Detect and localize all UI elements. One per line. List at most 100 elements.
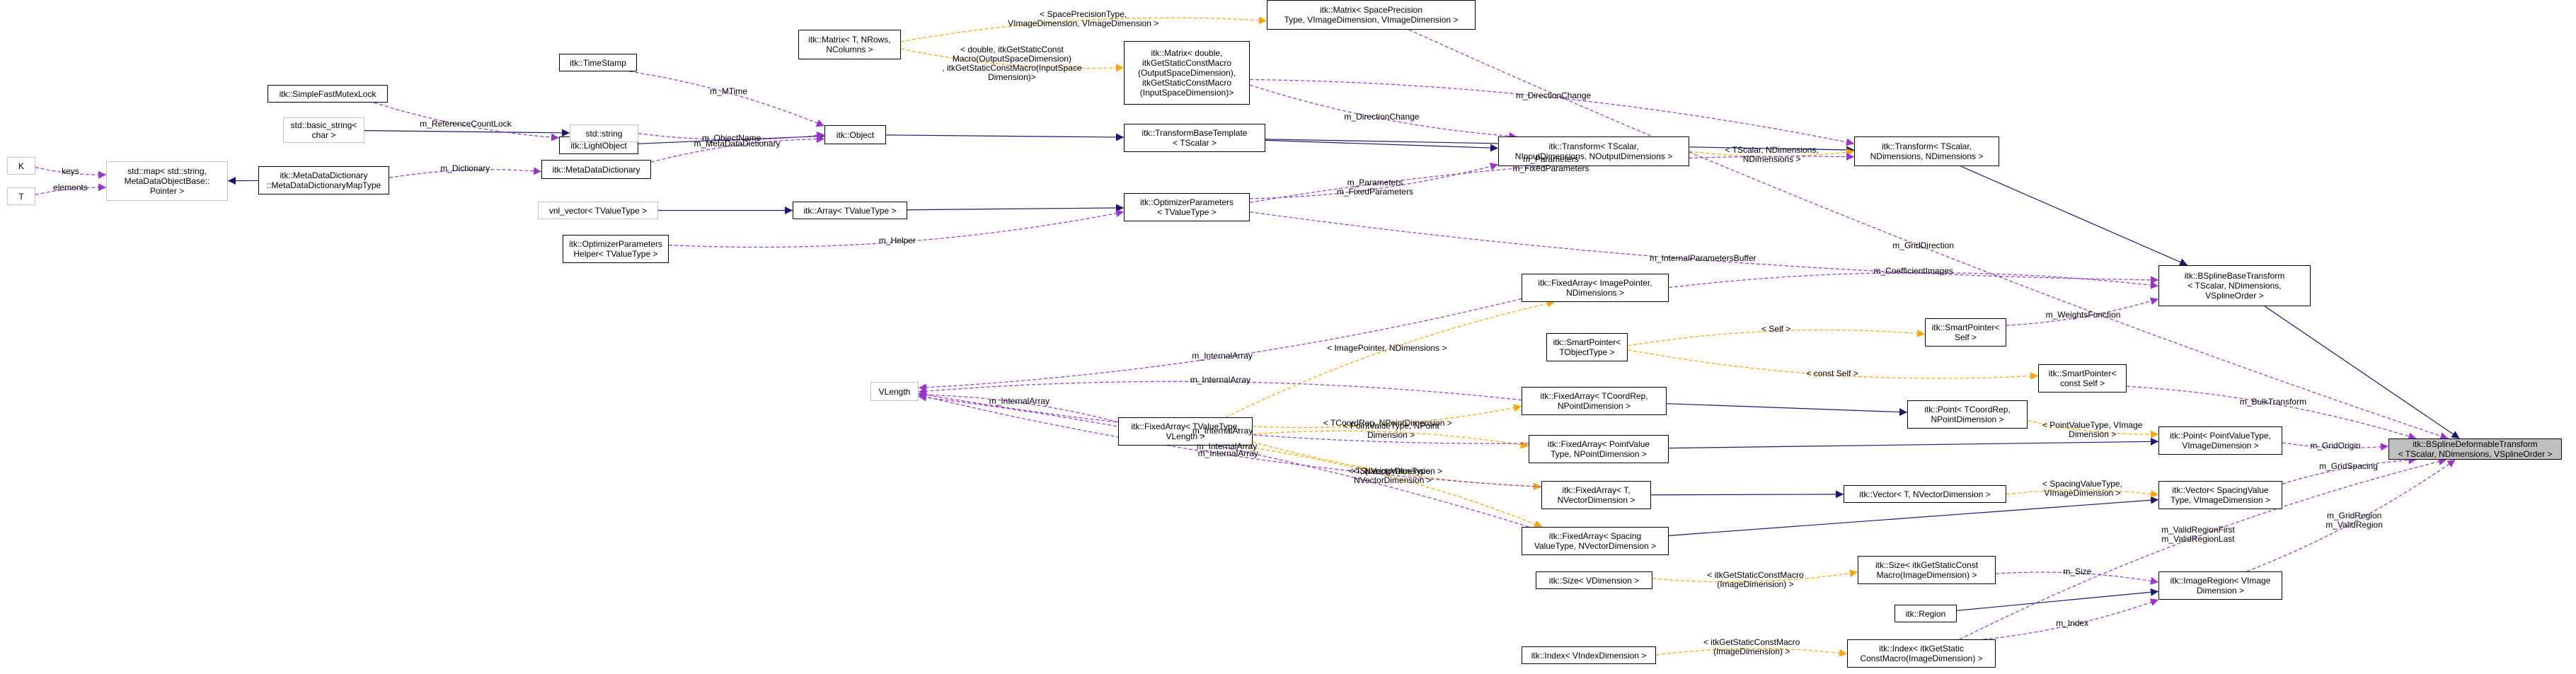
class-node-map[interactable]: std::map< std::string,MetaDataObjectBase… bbox=[106, 161, 228, 201]
class-node-label: MetaDataObjectBase:: bbox=[124, 176, 210, 186]
edge-template-fa_tv-to-fa_ip bbox=[1225, 300, 1556, 418]
class-node-mtxd[interactable]: itk::Matrix< double,itkGetStaticConstMac… bbox=[1124, 41, 1250, 105]
edge-label-line: < SpacePrecisionType, bbox=[1040, 8, 1127, 19]
edge-label-line: < TCoordRep, NPointDimension > bbox=[1323, 417, 1452, 428]
edge-label: m_MTime bbox=[710, 86, 747, 96]
class-node-vlen[interactable]: VLength bbox=[870, 382, 919, 401]
edge-member-str-to-obj bbox=[638, 132, 825, 141]
edge-inherit-obj-to-tbt bbox=[885, 133, 1125, 141]
edge-label-line: m_WeightsFunction bbox=[2045, 310, 2121, 320]
edge-label: m_GridDirection bbox=[1892, 241, 1954, 250]
class-node-tr2[interactable]: itk::Transform< TScalar,NDimensions, NDi… bbox=[1854, 136, 1999, 166]
edge-label-line: Dimension > bbox=[1367, 429, 1415, 440]
edge-label: < TScalar, NDimensions,NDimensions > bbox=[1725, 145, 1819, 164]
class-node-fa_ip[interactable]: itk::FixedArray< ImagePointer,NDimension… bbox=[1522, 274, 1669, 302]
edge-label: m_InternalArray bbox=[1190, 376, 1250, 385]
class-node-label: Pointer > bbox=[149, 186, 185, 196]
class-node-arr[interactable]: itk::Array< TValueType > bbox=[793, 202, 907, 219]
class-node-tbt[interactable]: itk::TransformBaseTemplate< TScalar > bbox=[1124, 124, 1265, 152]
edge-member-idx_m-to-bsdt bbox=[1959, 458, 2447, 640]
edge-label: < SpacingValueType,VImageDimension > bbox=[2042, 479, 2122, 498]
class-node-mdd[interactable]: itk::MetaDataDictionary bbox=[541, 160, 651, 179]
class-node-label: itkGetStaticConstMacro bbox=[1142, 78, 1232, 88]
edge-label-line: m_DirectionChange bbox=[1344, 112, 1420, 122]
edge-label-line: m_InternalArray bbox=[1190, 375, 1251, 385]
edge-member-fa_t-to-vlen bbox=[918, 393, 1542, 488]
edge-label-line: m_DirectionChange bbox=[1516, 91, 1592, 101]
class-node-label: itk::Size< VDimension > bbox=[1548, 575, 1640, 586]
class-node-fa_t[interactable]: itk::FixedArray< T,NVectorDimension > bbox=[1541, 481, 1651, 509]
class-node-label: itk::ImageRegion< VImage bbox=[2170, 576, 2271, 586]
class-node-opt[interactable]: itk::OptimizerParameters< TValueType > bbox=[1124, 193, 1250, 221]
edge-member-k-to-map bbox=[35, 167, 107, 179]
class-node-label: itk::Transform< TScalar, bbox=[1881, 141, 1972, 151]
class-node-t[interactable]: T bbox=[7, 187, 35, 205]
edge-label: m_GridSpacing bbox=[2319, 461, 2378, 471]
class-node-pt_pv[interactable]: itk::Point< PointValueType,VImageDimensi… bbox=[2158, 426, 2282, 455]
edge-template-trg-to-tr2 bbox=[1689, 148, 1855, 157]
class-node-label: VLength bbox=[878, 386, 911, 397]
edge-template-fa_tv-to-fa_tcr bbox=[1252, 404, 1522, 429]
class-node-sp_cself[interactable]: itk::SmartPointer<const Self > bbox=[2038, 364, 2127, 393]
class-node-label: itk::SmartPointer< bbox=[2048, 368, 2117, 378]
edge-inherit-bsbt-to-bsdt bbox=[2264, 306, 2460, 439]
class-node-label: Type, VImageDimension, VImageDimension > bbox=[1284, 15, 1459, 25]
edge-label-line: m_Dictionary bbox=[440, 163, 490, 173]
class-node-mtx[interactable]: itk::Matrix< T, NRows,NColumns > bbox=[798, 30, 901, 59]
edge-member-opt-to-trg bbox=[1249, 163, 1499, 199]
class-node-label: itk::FixedArray< TValueType, bbox=[1131, 422, 1240, 431]
class-node-fa_tv[interactable]: itk::FixedArray< TValueType,VLength > bbox=[1118, 417, 1253, 446]
edge-label-line: < const Self > bbox=[1806, 368, 1858, 378]
class-node-str[interactable]: std::string bbox=[570, 124, 638, 142]
class-node-k[interactable]: K bbox=[7, 157, 35, 175]
class-node-bsdt[interactable]: itk::BSplineDeformableTransform< TScalar… bbox=[2388, 438, 2562, 460]
edge-label-line: < T, NVectorDimension > bbox=[1348, 466, 1443, 477]
class-node-bstr[interactable]: std::basic_string<char > bbox=[283, 117, 364, 143]
edge-member-imreg-to-bsdt bbox=[2246, 459, 2456, 572]
class-node-label: NDimensions, NDimensions > bbox=[1870, 151, 1984, 161]
edge-label-line: m_ValidRegion bbox=[2325, 519, 2383, 530]
edge-label-line: < itkGetStaticConstMacro bbox=[1703, 637, 1800, 648]
edge-label-line: VImageDimension, VImageDimension > bbox=[1008, 18, 1159, 28]
edge-member-sfml-to-lobj bbox=[374, 102, 560, 141]
class-node-trg[interactable]: itk::Transform< TScalar,NInputDimensions… bbox=[1498, 136, 1689, 166]
class-node-label: Self > bbox=[1954, 332, 1977, 342]
class-node-label: char > bbox=[311, 130, 336, 140]
class-node-vec_t[interactable]: itk::Vector< T, NVectorDimension > bbox=[1844, 485, 2006, 503]
class-node-label: itk::BSplineBaseTransform bbox=[2184, 271, 2285, 281]
class-node-sfml[interactable]: itk::SimpleFastMutexLock bbox=[268, 85, 388, 103]
edge-label-line: m_ReferenceCountLock bbox=[420, 119, 512, 129]
class-node-bsbt[interactable]: itk::BSplineBaseTransform< TScalar, NDim… bbox=[2158, 265, 2311, 306]
edge-label: m_BulkTransform bbox=[2240, 397, 2306, 407]
edge-member-vec_sv-to-bsdt bbox=[2282, 456, 2417, 484]
class-node-obj[interactable]: itk::Object bbox=[824, 125, 886, 144]
class-node-reg[interactable]: itk::Region bbox=[1894, 605, 1957, 622]
edge-member-fa_tv-to-vlen bbox=[918, 390, 1119, 423]
class-node-pt_tcr[interactable]: itk::Point< TCoordRep,NPointDimension > bbox=[1907, 400, 2028, 429]
class-node-label: TObjectType > bbox=[1559, 347, 1615, 357]
class-node-label: itk::SmartPointer< bbox=[1931, 323, 2000, 332]
class-node-sp_self[interactable]: itk::SmartPointer<Self > bbox=[1925, 318, 2006, 347]
class-node-fa_tcr[interactable]: itk::FixedArray< TCoordRep,NPointDimensi… bbox=[1522, 387, 1667, 415]
class-node-idx_v[interactable]: itk::Index< VIndexDimension > bbox=[1522, 646, 1656, 664]
class-node-mddmap[interactable]: itk::MetaDataDictionary::MetaDataDiction… bbox=[258, 166, 389, 194]
class-node-ts[interactable]: itk::TimeStamp bbox=[559, 54, 637, 71]
class-node-size_v[interactable]: itk::Size< VDimension > bbox=[1536, 571, 1652, 589]
edge-inherit-arr-to-opt bbox=[907, 204, 1125, 212]
class-node-vnl[interactable]: vnl_vector< TValueType > bbox=[538, 202, 658, 219]
edge-label-line: m_ValidRegionFirst bbox=[2161, 525, 2235, 535]
edge-label: < T, NVectorDimension > bbox=[1349, 467, 1443, 476]
class-node-sp_tobj[interactable]: itk::SmartPointer<TObjectType > bbox=[1546, 333, 1628, 361]
class-node-label: itk::OptimizerParameters bbox=[568, 239, 663, 249]
edge-label: m_WeightsFunction bbox=[2046, 310, 2121, 320]
